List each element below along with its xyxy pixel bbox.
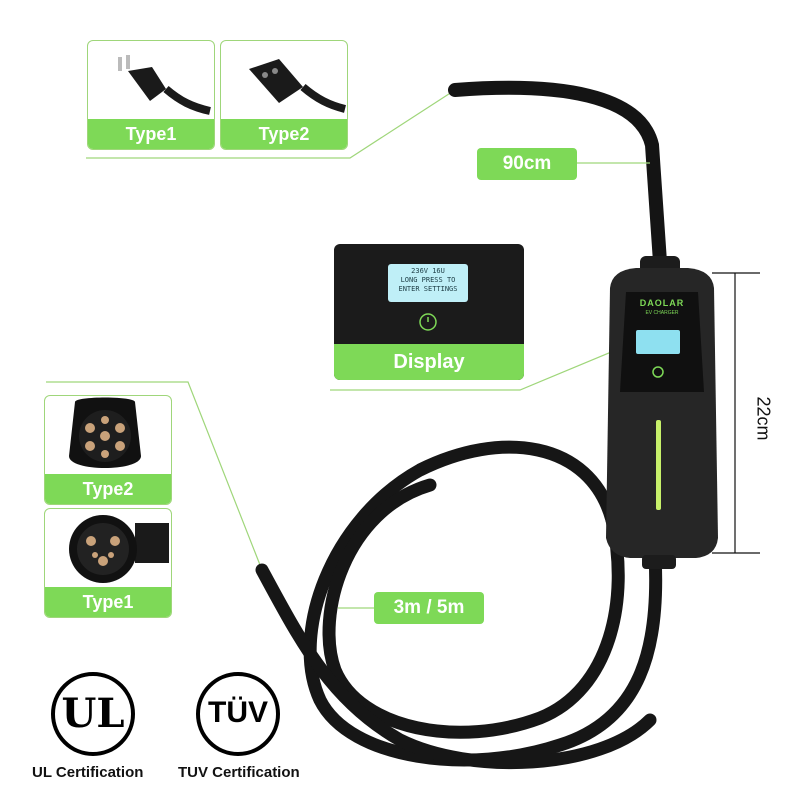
- connector-type1-card: Type1: [44, 508, 172, 618]
- ul-logo: [51, 672, 135, 756]
- connector-type2-card: Type2: [44, 395, 172, 505]
- coiled-cable: [255, 440, 663, 770]
- ul-mark: UL: [61, 690, 125, 737]
- plug-leader-line: [86, 89, 456, 159]
- connector-type1-image: [45, 509, 171, 587]
- plug-type2-label: Type2: [221, 119, 347, 149]
- plug-type2-image: [221, 41, 347, 119]
- cable-top-length-tag: 90cm: [477, 148, 577, 180]
- connector-leader-line: [46, 381, 263, 571]
- tuv-mark: TÜV: [208, 696, 268, 729]
- power-button-icon: [419, 313, 437, 331]
- tuv-certification-label: TUV Certification: [178, 764, 300, 781]
- cable-main-length-tag: 3m / 5m: [374, 592, 484, 624]
- top-cable: [448, 80, 667, 269]
- charger-brand: DAOLAR: [639, 298, 685, 308]
- connector-type2-image: [45, 396, 171, 474]
- ul-certification-label: UL Certification: [32, 764, 144, 781]
- height-label: 22cm: [753, 396, 774, 441]
- screen-line-2: LONG PRESS TO: [400, 276, 456, 284]
- tuv-logo: [196, 672, 280, 756]
- display-card: 236V 16U LONG PRESS TO ENTER SETTINGS Di…: [334, 244, 524, 380]
- connector-type2-label: Type2: [45, 474, 171, 504]
- plug-type1-label: Type1: [88, 119, 214, 149]
- connector-type1-label: Type1: [45, 587, 171, 617]
- charger-subtitle: EV CHARGER: [645, 310, 679, 316]
- screen-line-1: 236V 16U: [411, 267, 445, 275]
- screen-line-3: ENTER SETTINGS: [398, 285, 458, 293]
- charger-body: [606, 256, 718, 569]
- plug-type1-image: [88, 41, 214, 119]
- display-screen: 236V 16U LONG PRESS TO ENTER SETTINGS: [388, 264, 468, 302]
- display-leader-line: [330, 339, 641, 391]
- plug-type1-card: Type1: [87, 40, 215, 150]
- plug-type2-card: Type2: [220, 40, 348, 150]
- display-label: Display: [334, 344, 524, 380]
